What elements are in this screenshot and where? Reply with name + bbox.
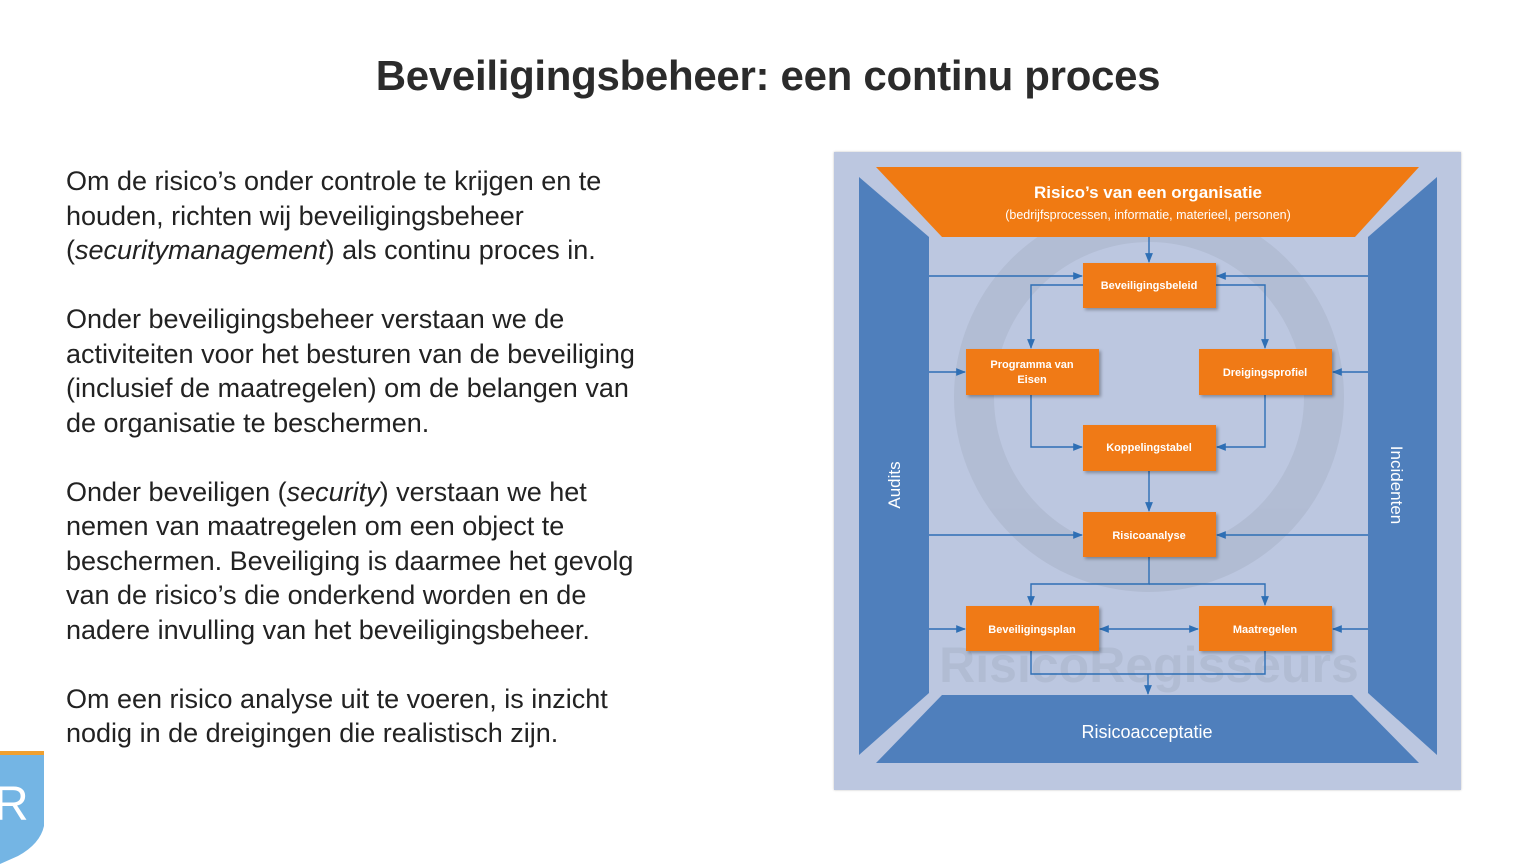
italic-term: security	[286, 476, 380, 507]
text-line: van de risico’s die onderkend worden en …	[66, 580, 587, 610]
text-line: Om een risico analyse uit te voeren, is …	[66, 683, 608, 714]
box-label: Maatregelen	[1233, 624, 1297, 636]
text-segment: ) als continu proces in.	[325, 235, 596, 265]
slide-title: Beveiligingsbeheer: een continu proces	[375, 52, 1161, 99]
text-line: (securitymanagement) als continu proces …	[66, 233, 766, 268]
security-process-diagram: RisicoRegisseurs Risico’s van een organi…	[834, 152, 1461, 790]
process-boxes: Beveiligingsbeleid Programma van Eisen D…	[966, 263, 1332, 651]
text-line: houden, richten wij beveiligingsbeheer	[66, 200, 524, 231]
box-maatregelen: Maatregelen	[1199, 606, 1332, 651]
arrows	[929, 237, 1368, 695]
text-line: (inclusief de maatregelen) om de belange…	[66, 373, 629, 403]
box-label: Programma van	[990, 359, 1073, 371]
arrow	[1149, 583, 1269, 606]
risk-acceptance-label: Risicoacceptatie	[1081, 722, 1212, 742]
paragraph-4: Om een risico analyse uit te voeren, is …	[66, 682, 766, 751]
logo-letter: R	[0, 778, 29, 831]
text-line: Onder beveiligingsbeheer verstaan we de	[66, 304, 565, 334]
box-label: Beveiligingsbeleid	[1101, 280, 1198, 292]
box-dreigingsprofiel: Dreigingsprofiel	[1199, 349, 1332, 395]
box-koppelingstabel: Koppelingstabel	[1083, 425, 1216, 471]
paragraph-1: Om de risico’s onder controle te krijgen…	[66, 164, 766, 268]
arrow	[1027, 557, 1150, 606]
text-segment: Onder beveiligen (	[66, 476, 287, 507]
top-subtitle: (bedrijfsprocessen, informatie, materiee…	[1005, 208, 1291, 222]
text-line: Onder beveiligen (security) verstaan we …	[66, 475, 766, 510]
text-line: de organisatie te beschermen.	[66, 407, 430, 438]
text-line: nadere invulling van het beveiligingsbeh…	[66, 614, 590, 645]
text-line: nemen van maatregelen om een object te	[66, 511, 565, 541]
audits-column	[859, 177, 929, 755]
incidents-label: Incidenten	[1387, 446, 1406, 524]
risk-acceptance-banner	[876, 695, 1419, 763]
arrow	[1216, 395, 1266, 451]
text-line: beschermen. Beveiliging is daarmee het g…	[66, 545, 634, 576]
box-beveiligingsbeleid: Beveiligingsbeleid	[1083, 263, 1216, 308]
arrow	[1027, 284, 1083, 349]
box-label: Eisen	[1017, 374, 1047, 386]
box-beveiligingsplan: Beveiligingsplan	[966, 606, 1099, 651]
box-risicoanalyse: Risicoanalyse	[1083, 512, 1216, 557]
box-label: Dreigingsprofiel	[1223, 367, 1307, 379]
text-segment: (	[66, 235, 75, 265]
paragraph-3: Onder beveiligen (security) verstaan we …	[66, 475, 766, 648]
text-line: nodig in de dreigingen die realistisch z…	[66, 718, 559, 748]
paragraph-2: Onder beveiligingsbeheer verstaan we de …	[66, 302, 766, 440]
incidents-column	[1368, 177, 1437, 755]
arrow	[1216, 284, 1269, 349]
company-logo: R	[0, 751, 44, 864]
italic-term: securitymanagement	[75, 235, 326, 265]
text-segment: ) verstaan we het	[379, 476, 587, 507]
text-line: Om de risico’s onder controle te krijgen…	[66, 166, 602, 196]
box-programma-van-eisen: Programma van Eisen	[966, 349, 1099, 395]
text-line: activiteiten voor het besturen van de be…	[66, 338, 635, 369]
body-text: Om de risico’s onder controle te krijgen…	[66, 164, 766, 785]
top-risks-banner	[876, 167, 1419, 237]
audits-label: Audits	[885, 461, 904, 508]
box-label: Koppelingstabel	[1106, 442, 1192, 454]
arrow	[1030, 395, 1083, 451]
box-label: Beveiligingsplan	[988, 624, 1076, 636]
box-label: Risicoanalyse	[1112, 530, 1185, 542]
top-title: Risico’s van een organisatie	[1034, 183, 1262, 202]
